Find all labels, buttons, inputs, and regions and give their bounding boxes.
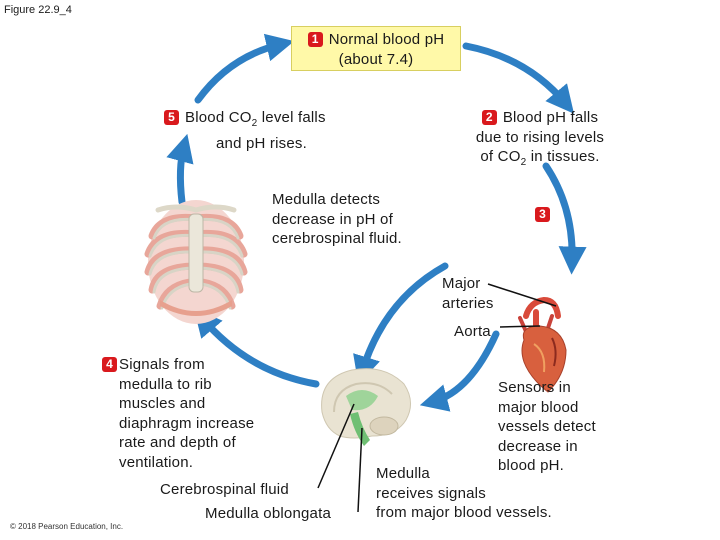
- step-1-badge: 1: [307, 32, 323, 47]
- step-4-badge: 4: [102, 357, 117, 372]
- step-3-badge: 3: [535, 207, 550, 222]
- step-4-badge-holder: 4: [102, 356, 123, 374]
- heart-illustration: [518, 296, 567, 393]
- step-1-line-2: (about 7.4): [338, 50, 414, 68]
- arrow-1-to-2: [462, 42, 575, 114]
- major-arteries-label: Major arteries: [442, 275, 494, 312]
- copyright-notice: © 2018 Pearson Education, Inc.: [10, 522, 124, 531]
- arrow-chest-to-step5: [166, 133, 194, 206]
- step-5-badge: 5: [164, 110, 179, 125]
- sensors-label: Sensors in major blood vessels detect de…: [498, 379, 596, 474]
- medulla-oblongata-label: Medulla oblongata: [205, 505, 331, 522]
- rib-cage-illustration: [144, 200, 248, 324]
- cerebrospinal-fluid-label: Cerebrospinal fluid: [160, 481, 289, 498]
- step-4-text: Signals from medulla to rib muscles and …: [119, 356, 255, 471]
- step-3-text: Medulla detects decrease in pH of cerebr…: [272, 191, 402, 247]
- step-3-badge-holder: 3: [535, 206, 556, 224]
- arrow-5-to-1: [194, 33, 295, 104]
- arrow-aorta-to-sensors-area: [419, 330, 500, 412]
- arrow-brain-to-chest: [193, 308, 320, 388]
- leader-cerebrospinal-fluid: [317, 403, 355, 489]
- step-2-badge: 2: [481, 110, 497, 125]
- leader-major-arteries: [487, 283, 557, 307]
- step-1-line-1: Normal blood pH: [328, 31, 445, 48]
- medulla-receives-label: Medulla receives signals from major bloo…: [376, 465, 552, 521]
- arrow-2-to-3: [542, 162, 587, 275]
- brain-illustration: [321, 368, 411, 446]
- leader-aorta: [499, 325, 541, 328]
- leader-medulla-oblongata: [357, 427, 363, 513]
- step-1-box: 1 Normal blood pH (about 7.4): [291, 26, 461, 71]
- aorta-label: Aorta: [454, 323, 491, 340]
- arrow-major-arteries-to-medulla: [353, 262, 449, 385]
- figure-label: Figure 22.9_4: [4, 4, 72, 16]
